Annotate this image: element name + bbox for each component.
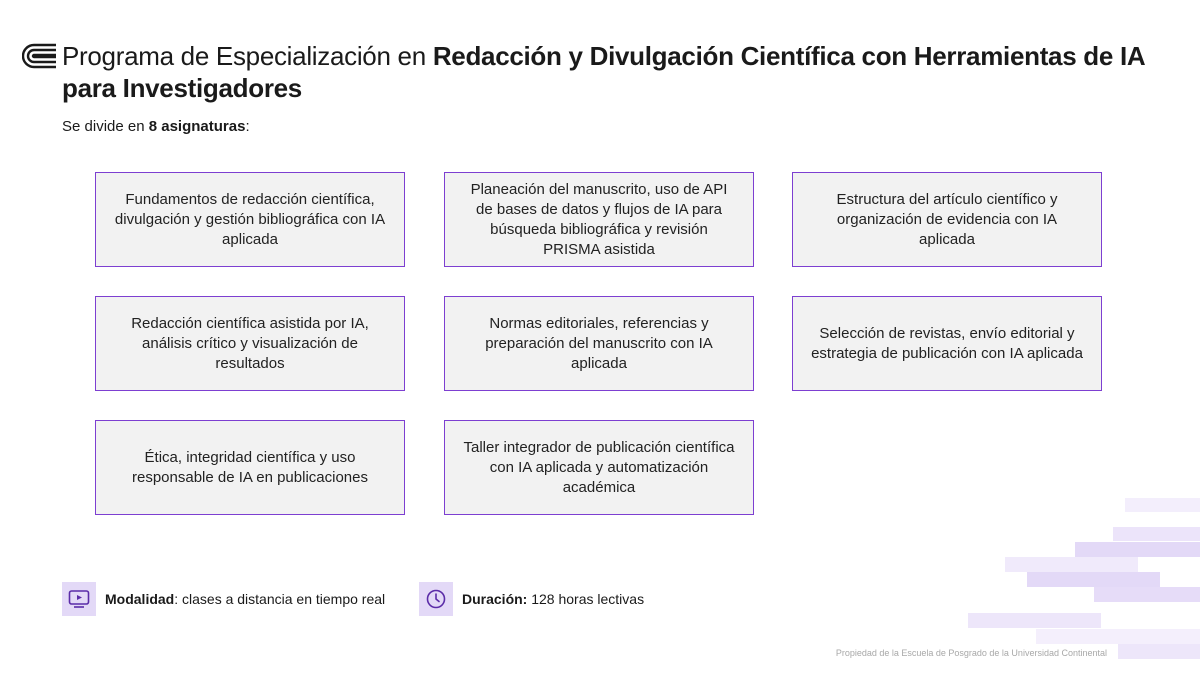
- course-card-6: Selección de revistas, envío editorial y…: [792, 296, 1102, 391]
- course-card-2: Planeación del manuscrito, uso de API de…: [444, 172, 754, 267]
- video-class-icon: [62, 582, 96, 616]
- course-card-4: Redacción científica asistida por IA, an…: [95, 296, 405, 391]
- page-title: Programa de Especialización en Redacción…: [62, 41, 1145, 103]
- logo-icon: [22, 43, 56, 69]
- property-notice: Propiedad de la Escuela de Posgrado de l…: [835, 648, 1107, 658]
- clock-icon: [419, 582, 453, 616]
- course-card-3: Estructura del artículo científico y org…: [792, 172, 1102, 267]
- duracion-label: Duración:: [462, 591, 528, 607]
- course-card-7: Ética, integridad científica y uso respo…: [95, 420, 405, 515]
- duracion-value: 128 horas lectivas: [527, 591, 645, 607]
- subtitle: Se divide en 8 asignaturas:: [62, 118, 250, 135]
- course-card-5: Normas editoriales, referencias y prepar…: [444, 296, 754, 391]
- modalidad-label: Modalidad: [105, 591, 175, 607]
- modalidad-info: Modalidad: clases a distancia en tiempo …: [62, 582, 385, 616]
- course-card-8: Taller integrador de publicación científ…: [444, 420, 754, 515]
- duracion-info: Duración: 128 horas lectivas: [419, 582, 644, 616]
- modalidad-value: : clases a distancia en tiempo real: [174, 591, 386, 607]
- course-card-1: Fundamentos de redacción científica, div…: [95, 172, 405, 267]
